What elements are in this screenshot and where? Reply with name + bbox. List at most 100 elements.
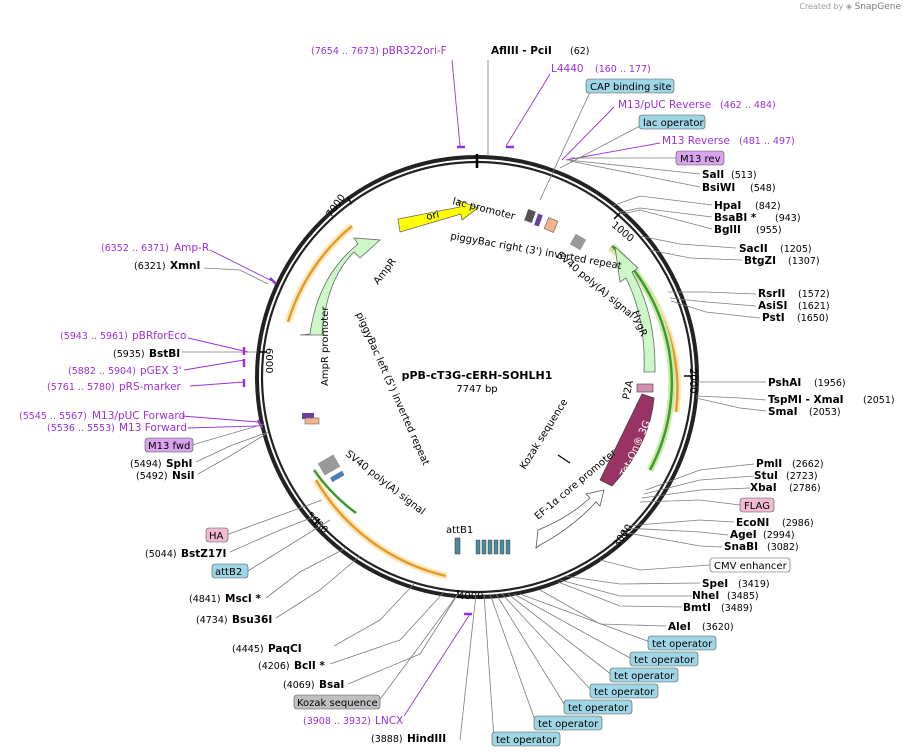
primer-lncx: LNCX — [375, 715, 403, 727]
site-bsai: BsaI — [319, 679, 344, 691]
svg-text:(3485): (3485) — [727, 591, 759, 602]
cap-site-block — [543, 217, 559, 233]
svg-text:(3419): (3419) — [738, 579, 770, 590]
tet-operator-array — [475, 539, 511, 555]
pb-right-label: piggyBac right (3') inverted repeat — [449, 231, 622, 272]
site-bsabi: BsaBI * — [714, 212, 757, 224]
svg-text:(5761 .. 5780): (5761 .. 5780) — [47, 382, 115, 393]
svg-text:(1621): (1621) — [798, 301, 830, 312]
box-tet-operator-5: tet operator — [568, 703, 629, 714]
box-ha: HA — [209, 531, 224, 542]
primer-m13-forward: M13 Forward — [119, 422, 187, 434]
box-tet-operator-6: tet operator — [538, 719, 599, 730]
svg-text:(1205): (1205) — [780, 244, 812, 255]
svg-text:(842): (842) — [755, 201, 781, 212]
svg-text:(6352 .. 6371): (6352 .. 6371) — [101, 243, 169, 254]
svg-text:(5044): (5044) — [145, 549, 177, 560]
primer-prs-marker: pRS-marker — [119, 381, 182, 393]
ori-feature — [397, 199, 479, 233]
pb-left-label: piggyBac left (5') inverted repeat — [353, 311, 431, 468]
primer-m13-reverse: M13 Reverse — [662, 135, 730, 147]
box-tet-operator-2: tet operator — [634, 655, 695, 666]
primer-labels: (7654 .. 7673) pBR322ori-F L4440 (160 ..… — [19, 45, 795, 727]
svg-text:(2723): (2723) — [786, 471, 818, 482]
ampr-label: AmpR — [372, 256, 399, 286]
site-sacii: SacII — [739, 243, 768, 255]
site-nhei: NheI — [692, 590, 719, 602]
box-tet-operator-3: tet operator — [614, 671, 675, 682]
box-flag: FLAG — [744, 501, 770, 512]
primer-pgex3: pGEX 3' — [140, 365, 182, 377]
site-pshai: PshAI — [768, 377, 801, 389]
box-kozak-sequence: Kozak sequence — [297, 698, 378, 709]
site-btgzi: BtgZI — [744, 255, 776, 267]
svg-text:(2662): (2662) — [792, 459, 824, 470]
box-cap-binding-site: CAP binding site — [590, 82, 672, 93]
p2a-feature — [636, 383, 654, 393]
site-stui: StuI — [754, 470, 778, 482]
svg-text:(4445): (4445) — [232, 644, 264, 655]
box-m13-rev: M13 rev — [680, 154, 721, 165]
svg-text:(1572): (1572) — [798, 289, 830, 300]
tick-7000: 7000 — [324, 193, 348, 220]
lac-promoter-block — [524, 208, 536, 224]
svg-text:(5545 .. 5567): (5545 .. 5567) — [19, 411, 87, 422]
site-bcli: BclI * — [294, 660, 325, 672]
pb-right-block — [569, 233, 587, 251]
piggybac-left-arc — [314, 479, 447, 578]
svg-text:(4734): (4734) — [196, 615, 228, 626]
svg-text:(62): (62) — [570, 46, 590, 57]
site-bsu36i: Bsu36I — [232, 614, 272, 626]
box-tet-operator-1: tet operator — [652, 639, 713, 650]
site-bsiwi: BsiWI — [702, 182, 735, 194]
site-asisi: AsiSI — [758, 300, 787, 312]
plasmid-name: pPB-cT3G-cERH-SOHLH1 — [402, 369, 553, 382]
plasmid-size: 7747 bp — [456, 384, 497, 395]
site-bmti: BmtI — [683, 602, 711, 614]
credit-label: Created by ◈ SnapGene — [799, 2, 901, 12]
site-hpai: HpaI — [714, 200, 741, 212]
attb1-label: attB1 — [446, 525, 473, 536]
svg-text:(1307): (1307) — [788, 256, 820, 267]
site-nsii: NsiI — [172, 470, 195, 482]
tick-5000: 5000 — [304, 510, 330, 536]
lac-left-block — [304, 417, 320, 425]
svg-text:(7654 .. 7673): (7654 .. 7673) — [311, 46, 379, 57]
hygr-feature — [614, 245, 656, 373]
tick-1000: 1000 — [609, 220, 636, 245]
primer-amp-r: Amp-R — [174, 242, 209, 254]
site-bstz17i: BstZ17I — [181, 548, 226, 560]
snapgene-icon: ◈ — [845, 2, 853, 11]
svg-text:(3489): (3489) — [721, 603, 753, 614]
site-msci: MscI * — [225, 593, 261, 605]
right-site-labels: AflIII - PciI (62) SalI (513) BsiWI (548… — [487, 45, 895, 633]
site-rsrii: RsrII — [758, 288, 785, 300]
svg-text:(481 .. 497): (481 .. 497) — [739, 136, 795, 147]
m13-fwd-block — [302, 413, 314, 419]
site-sali: SalI — [702, 169, 724, 181]
site-bstbi: BstBI — [149, 348, 180, 360]
tick-6000: 6000 — [263, 348, 274, 373]
site-paqci: PaqCI — [268, 643, 302, 655]
site-agei: AgeI — [730, 529, 757, 541]
sv40-left-label: SV40 poly(A) signal — [343, 449, 427, 518]
svg-text:(5494): (5494) — [130, 459, 162, 470]
kozak-label: Kozak sequence — [518, 397, 570, 471]
box-m13-fwd: M13 fwd — [148, 441, 190, 452]
primer-pbr322ori-f: pBR322ori-F — [382, 45, 447, 57]
site-psti: PstI — [762, 312, 785, 324]
svg-text:(1956): (1956) — [814, 378, 846, 389]
kozak-mark — [557, 454, 571, 464]
ori-label: ori — [425, 209, 440, 222]
attb1-block — [454, 537, 461, 555]
p2a-label: P2A — [621, 379, 636, 400]
primer-m13-puc-forward: M13/pUC Forward — [92, 410, 185, 422]
svg-text:(3082): (3082) — [767, 542, 799, 553]
svg-text:(1650): (1650) — [797, 313, 829, 324]
boxed-feature-labels: CAP binding site lac operator M13 rev FL… — [144, 78, 791, 747]
box-attb2: attB2 — [215, 567, 242, 578]
left-site-labels: (6321) XmnI (5935) BstBI (5494) SphI (54… — [113, 260, 477, 745]
svg-text:(4841): (4841) — [189, 594, 221, 605]
site-hindiii: HindIII — [407, 733, 446, 745]
